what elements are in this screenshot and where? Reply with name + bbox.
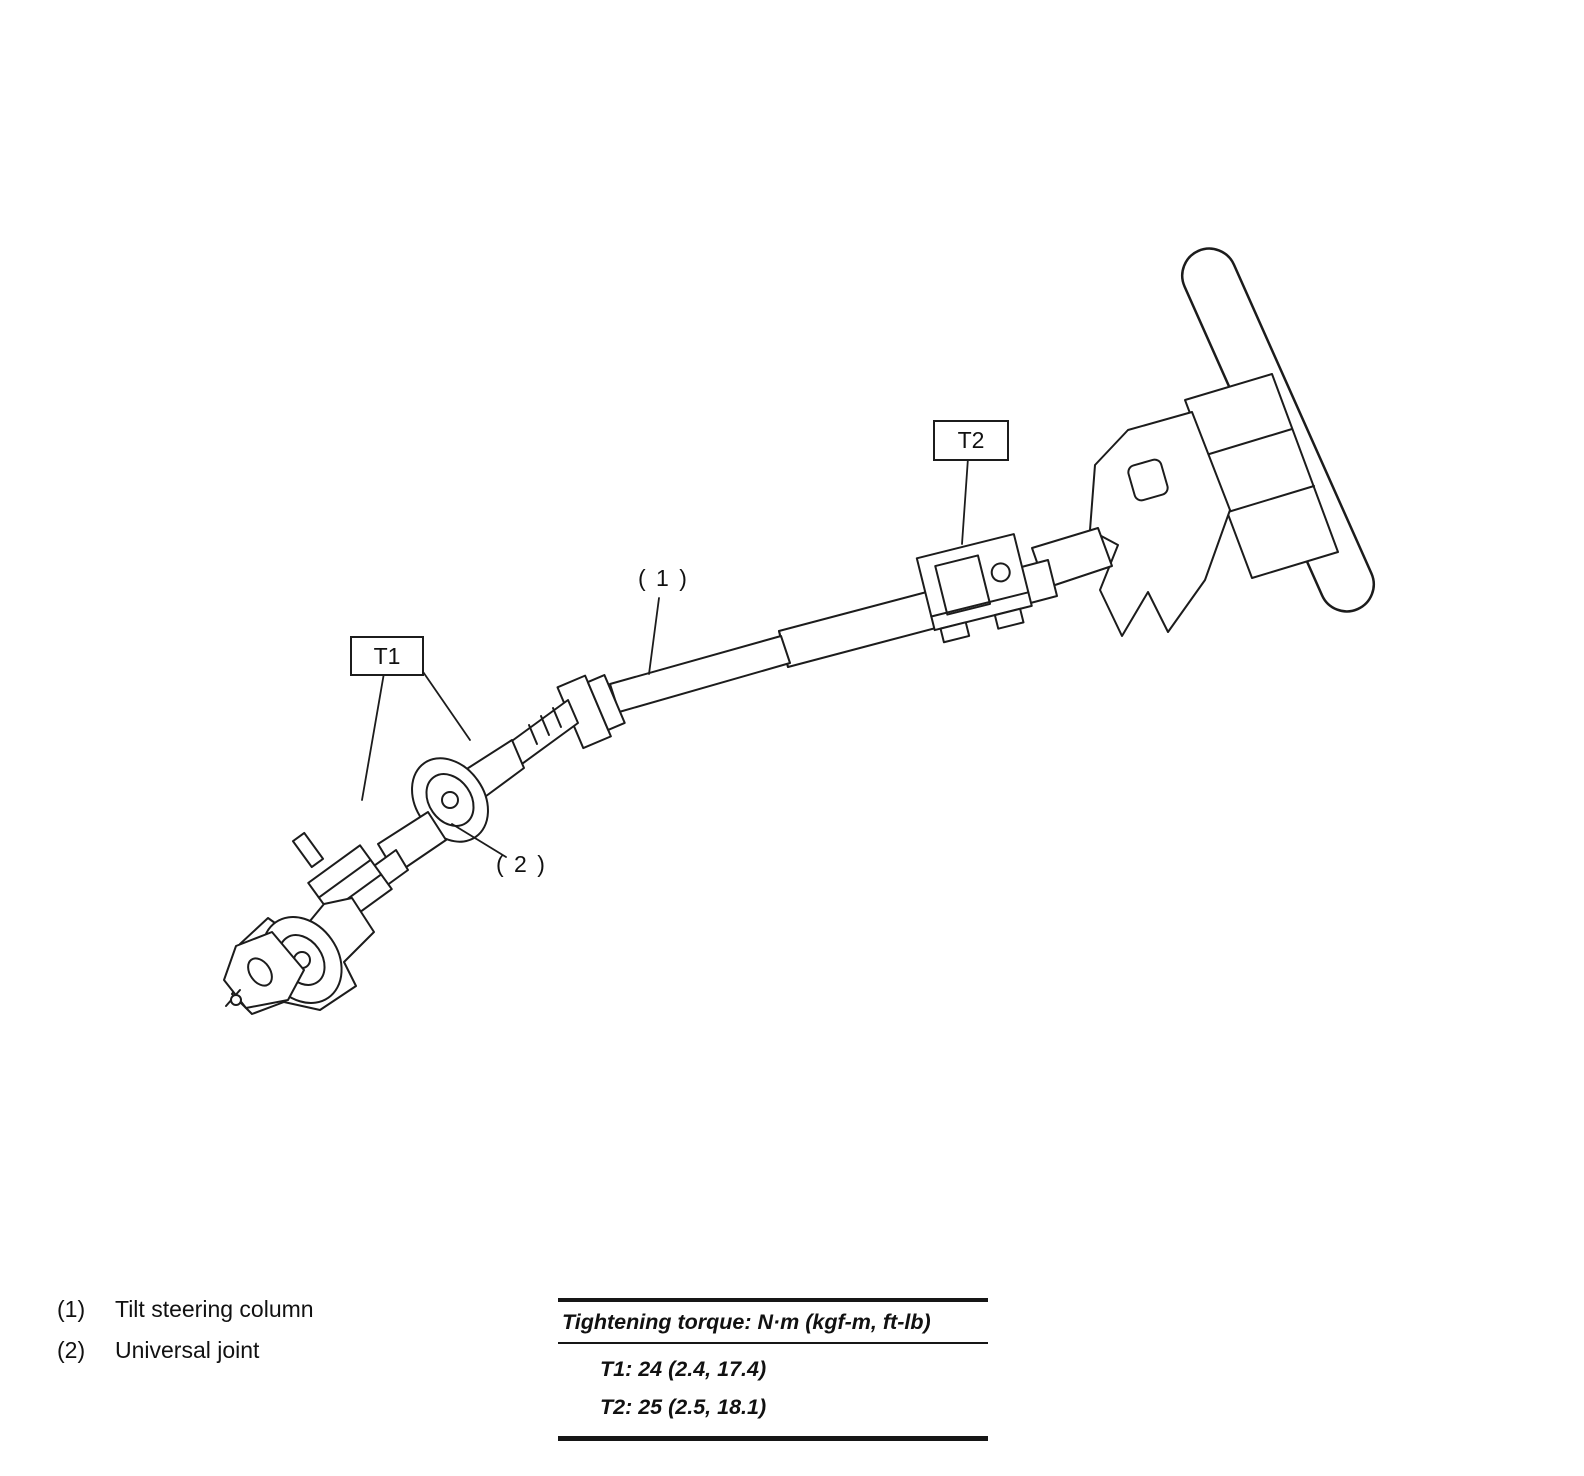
torque-row-t1: T1: 24 (2.4, 17.4) [600,1357,767,1381]
column-bracket [1089,411,1231,637]
ref-label-1: ( 1 ) [638,565,689,591]
lower-coupling [223,897,375,1015]
legend-ref-2: (2) [57,1337,86,1363]
torque-spec-rows: T1: 24 (2.4, 17.4) T2: 25 (2.5, 18.1) [558,1344,988,1436]
spline-shaft [504,699,579,770]
torque-spec-title: Tightening torque: N·m (kgf-m, ft-lb) [558,1302,988,1344]
leader-line-ref1 [648,597,660,675]
legend: (1) Tilt steering column (2) Universal j… [57,1296,314,1378]
legend-label-1: Tilt steering column [115,1296,314,1322]
callout-t2-label: T2 [957,427,985,453]
legend-item-2: (2) Universal joint [57,1337,314,1364]
callout-box-t1: T1 [350,636,424,676]
legend-label-2: Universal joint [115,1337,260,1363]
legend-ref-1: (1) [57,1296,86,1322]
torque-spec-panel: Tightening torque: N·m (kgf-m, ft-lb) T1… [558,1298,988,1441]
legend-item-1: (1) Tilt steering column [57,1296,314,1323]
leader-line-ref2 [451,823,507,858]
leader-line-t1-a [361,672,385,801]
leader-line-t2 [961,457,969,545]
leader-line-t1-b [418,665,471,741]
universal-joint [377,739,525,875]
column-shroud [1184,373,1339,579]
t2-clamp [915,533,1033,644]
callout-box-t2: T2 [933,420,1009,461]
torque-row-t2: T2: 25 (2.5, 18.1) [600,1395,767,1419]
leader-lines [361,457,969,858]
callout-t1-label: T1 [373,642,401,669]
ref-label-2: ( 2 ) [496,851,547,877]
